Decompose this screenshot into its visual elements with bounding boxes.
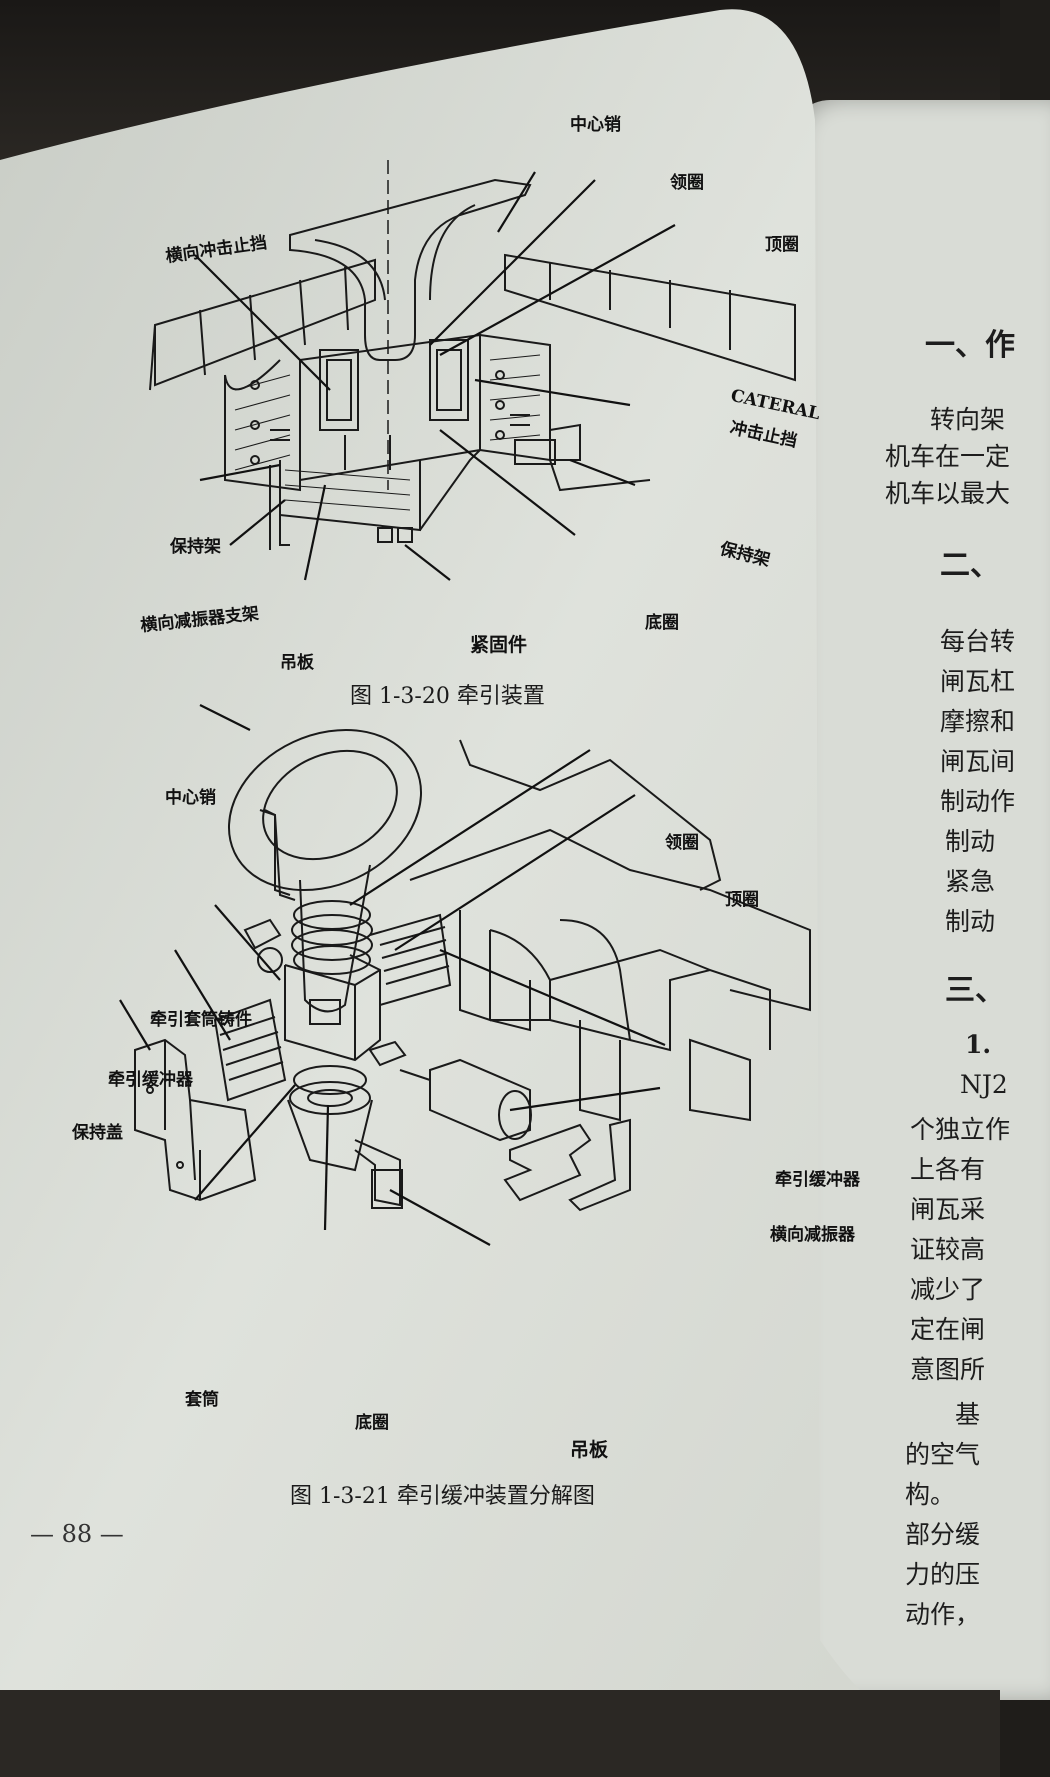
- label-center-pin: 中心销: [570, 115, 621, 135]
- facing-line: 部分缓: [905, 1520, 981, 1549]
- facing-line: 每台转: [940, 627, 1016, 656]
- leader-collar-2: [349, 749, 591, 906]
- facing-line: 闸瓦杠: [940, 667, 1016, 696]
- leader-bottom-ring: [439, 429, 576, 536]
- leader-sleeve-casting: [214, 904, 281, 981]
- label-fastener: 紧固件: [470, 634, 528, 656]
- leader-center-pin-2: [199, 704, 251, 731]
- leader-top-ring: [439, 224, 676, 356]
- label2-bottom-ring: 底圈: [355, 1413, 389, 1433]
- facing-line: NJ2: [960, 1070, 1008, 1099]
- label-holder-left: 保持架: [170, 537, 221, 557]
- label2-hanger-plate: 吊板: [570, 1439, 609, 1461]
- facing-line: 制动作: [940, 787, 1016, 816]
- label2-top-ring: 顶圈: [725, 890, 759, 910]
- figure2-caption: 图 1-3-21 牵引缓冲装置分解图: [290, 1484, 595, 1509]
- facing-line: 闸瓦采: [910, 1195, 986, 1224]
- traction-buffer-exploded-drawing: [119, 704, 811, 1246]
- leader-buffer-right: [439, 948, 666, 1047]
- page-number: — 88 —: [30, 1520, 124, 1548]
- leader-fastener: [404, 544, 451, 581]
- facing-line: 动作，: [905, 1600, 981, 1629]
- leader-top-ring-2: [394, 794, 636, 951]
- facing-heading-2: 二、: [940, 548, 1000, 583]
- leader-damper-bracket: [229, 499, 286, 546]
- label2-buffer-right: 牵引缓冲器: [775, 1170, 860, 1190]
- facing-heading-1: 一、作: [925, 328, 1015, 363]
- leader-hanger: [303, 484, 327, 581]
- leader-holder-cover: [119, 999, 151, 1051]
- facing-line: 紧急: [945, 867, 996, 896]
- label2-sleeve-casting: 牵引套筒铸件: [150, 1010, 252, 1030]
- facing-line: 基: [955, 1400, 981, 1429]
- label2-buffer-left: 牵引缓冲器: [108, 1070, 193, 1090]
- facing-line: 1.: [965, 1030, 992, 1059]
- label2-center-pin: 中心销: [165, 788, 216, 808]
- facing-line: 机车在一定: [885, 442, 1011, 471]
- traction-device-section-drawing: [149, 160, 796, 581]
- facing-line: 力的压: [905, 1560, 981, 1589]
- label-hanger-plate: 吊板: [280, 653, 314, 673]
- facing-line: 构。: [905, 1480, 956, 1509]
- leader-lateral-damper: [509, 1086, 661, 1112]
- leader-center-pin: [497, 171, 536, 233]
- facing-line: 摩擦和: [940, 707, 1016, 736]
- facing-line: 的空气: [905, 1440, 981, 1469]
- leader-sleeve: [194, 1084, 296, 1201]
- leader-hanger-2: [389, 1189, 491, 1246]
- facing-line: 转向架: [930, 405, 1006, 434]
- facing-line: 证较高: [910, 1235, 986, 1264]
- label-collar: 领圈: [670, 173, 704, 193]
- background-bottom: [0, 1690, 1000, 1777]
- leader-bottom-ring-2: [323, 1104, 330, 1231]
- facing-line: 个独立作: [910, 1115, 1011, 1144]
- facing-line: 定在闸: [910, 1315, 986, 1344]
- facing-line: 上各有: [910, 1155, 986, 1184]
- leader-holder-right: [569, 458, 636, 487]
- facing-line: 制动: [945, 827, 996, 856]
- facing-page: 一、作 转向架 机车在一定 机车以最大 二、 每台转 闸瓦杠 摩擦和 闸瓦间 制…: [790, 100, 1050, 1700]
- leader-collar: [429, 179, 596, 346]
- facing-heading-3: 三、: [945, 973, 1005, 1008]
- figure1-caption: 图 1-3-20 牵引装置: [350, 684, 545, 709]
- label2-sleeve: 套筒: [185, 1390, 219, 1410]
- facing-line: 机车以最大: [885, 479, 1011, 508]
- label2-collar: 领圈: [665, 833, 699, 853]
- facing-line: 意图所: [910, 1355, 986, 1384]
- label2-lateral-damper: 横向减振器: [770, 1225, 855, 1245]
- facing-line: 制动: [945, 907, 996, 936]
- facing-line: 减少了: [910, 1275, 986, 1304]
- label-top-ring: 顶圈: [765, 235, 799, 255]
- facing-line: 闸瓦间: [940, 747, 1016, 776]
- leader-holder-left: [199, 463, 281, 482]
- leader-lateral-stop: [194, 254, 331, 391]
- label-bottom-ring: 底圈: [645, 613, 679, 633]
- leader-buffer-left: [174, 949, 231, 1041]
- label2-holder-cover: 保持盖: [72, 1123, 123, 1143]
- leader-cateral: [474, 378, 631, 407]
